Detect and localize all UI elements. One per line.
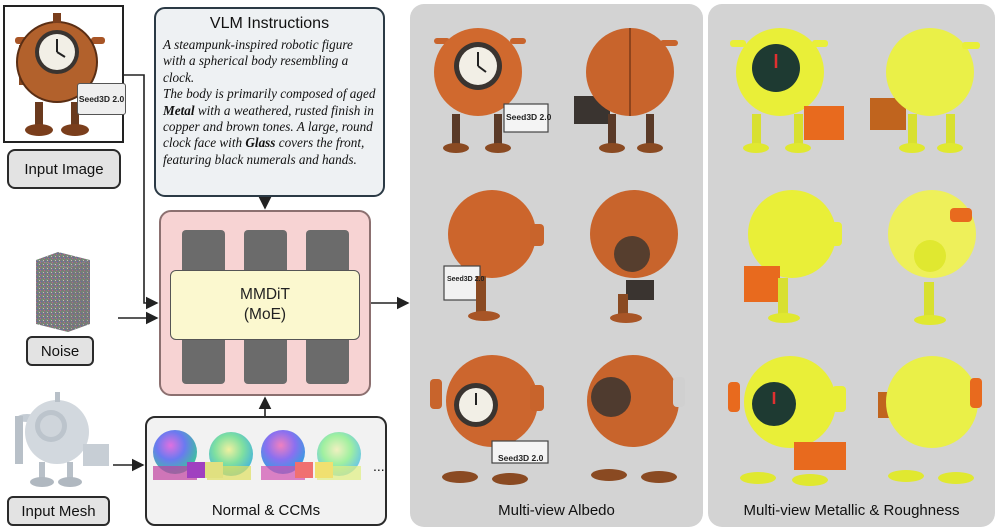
vlm-line2-pre: The body is primarily composed of aged <box>163 86 376 102</box>
vlm-keyword-glass: Glass <box>245 135 276 151</box>
input-image-frame: Seed3D 2.0 <box>3 5 126 143</box>
moe-block: MMDiT (MoE) <box>159 210 371 396</box>
input-image-sign: Seed3D 2.0 <box>77 83 126 115</box>
normal-ccms-label: Normal & CCMs <box>211 502 321 519</box>
metallic-roughness-caption: Multi-view Metallic & Roughness <box>743 502 960 519</box>
metallic-roughness-views <box>728 28 982 486</box>
vlm-line1: A steampunk-inspired robotic figure with… <box>163 37 353 85</box>
albedo-sign-3: Seed3D 2.0 <box>498 453 544 463</box>
vlm-instruction-text: A steampunk-inspired robotic figure with… <box>163 37 377 168</box>
vlm-line2-post: covers the front, featuring black numera… <box>163 135 365 167</box>
normal-ccms-box: ... Normal & CCMs <box>145 416 387 526</box>
mmdit-title: MMDiT <box>240 286 290 303</box>
vlm-title: VLM Instructions <box>209 15 330 32</box>
input-image-label: Input Image <box>7 149 121 189</box>
albedo-caption: Multi-view Albedo <box>498 502 615 519</box>
albedo-sign-2: Seed3D 2.0 <box>447 276 485 283</box>
metallic-roughness-panel: Multi-view Metallic & Roughness <box>708 4 995 527</box>
input-robot-image <box>15 13 105 136</box>
input-mesh-label: Input Mesh <box>7 496 110 526</box>
vlm-line2-mid: with a weathered, rusted finish in coppe… <box>163 102 374 151</box>
albedo-panel: Seed3D 2.0 Seed3D 2.0 Seed3D 2.0 Multi-v… <box>410 4 703 527</box>
albedo-views <box>430 28 685 485</box>
vlm-keyword-metal: Metal <box>163 102 195 118</box>
input-mesh-image <box>15 392 109 487</box>
normal-ccm-maps <box>153 430 361 480</box>
vlm-instructions-box: VLM Instructions A steampunk-inspired ro… <box>154 7 385 197</box>
albedo-sign-1: Seed3D 2.0 <box>506 112 552 122</box>
mmdit-block: MMDiT (MoE) <box>170 270 360 340</box>
input-image-sign-text: Seed3D 2.0 <box>78 94 125 104</box>
noise-label: Noise <box>26 336 94 366</box>
mmdit-subtitle: (MoE) <box>243 306 287 323</box>
noise-cube <box>36 252 90 332</box>
normal-ccms-ellipsis: ... <box>373 458 385 474</box>
